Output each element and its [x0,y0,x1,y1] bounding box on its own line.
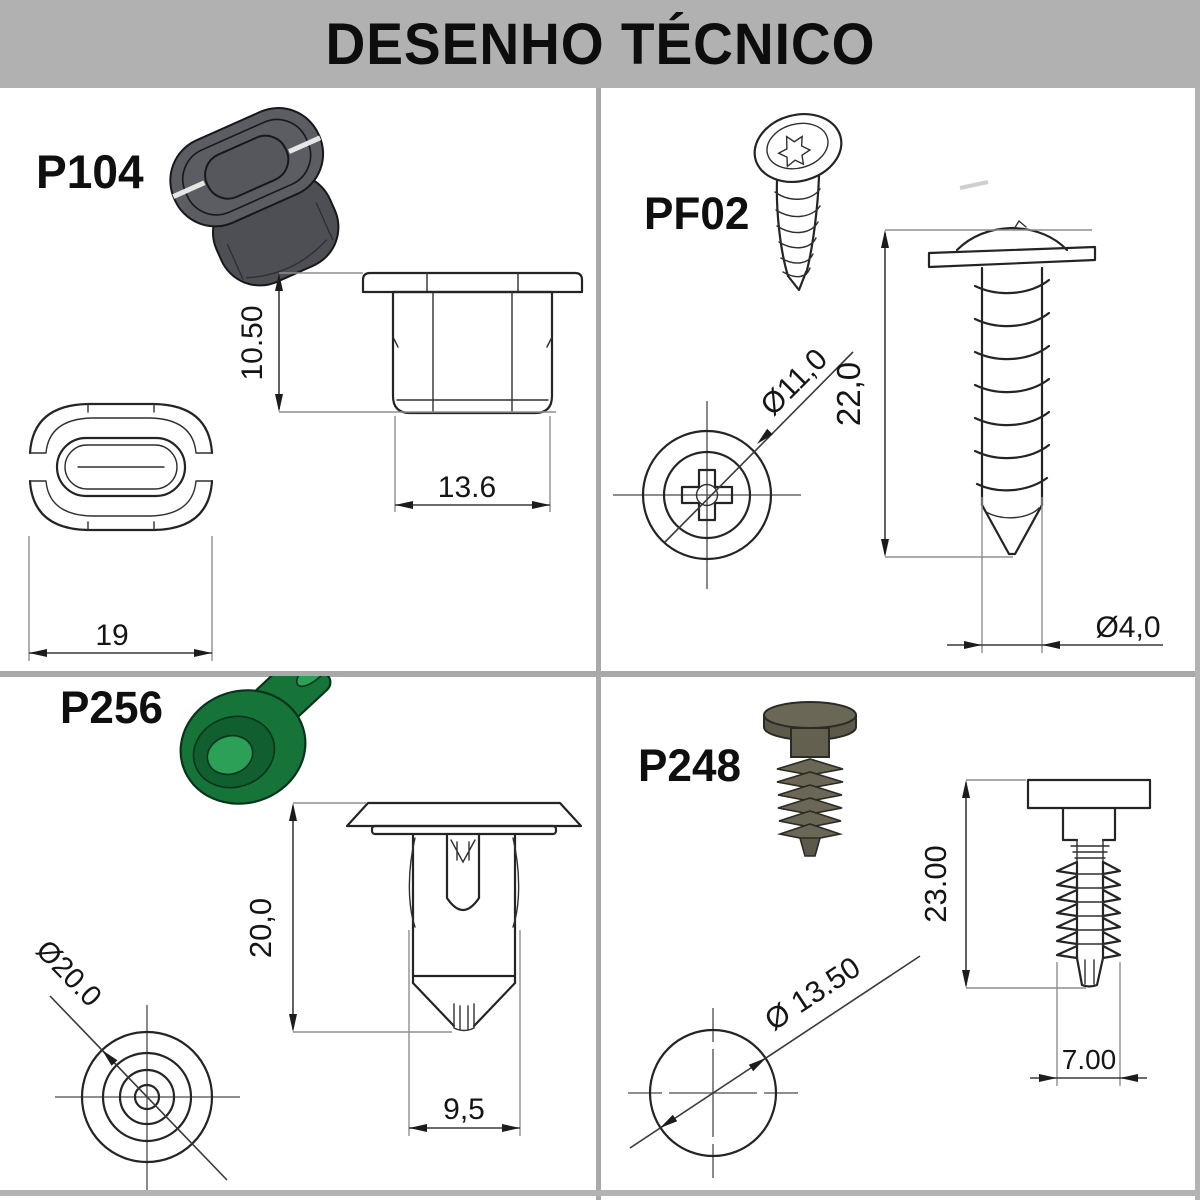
p104-dim-height: 10.50 [236,272,556,413]
p248-flange-diameter-value: Ø 13.50 [759,951,866,1037]
scan-artifact [959,180,989,190]
p256-flange-diameter-value: Ø20.0 [30,934,108,1013]
pf02-dim-length: 22,0 [830,229,1092,558]
bottom-edge-border [0,1190,1200,1196]
header-band: DESENHO TÉCNICO [0,0,1200,88]
pf02-3d-render [753,113,989,292]
p248-3d-render [763,701,857,857]
p248-side-view [1026,778,1152,988]
p104-drawing: 10.50 13.6 19 [28,107,584,661]
p248-dim-flange-diameter: Ø 13.50 [629,951,921,1149]
p104-front-view [28,402,214,532]
p256-drawing: Ø20.0 20,0 9,5 [30,676,583,1190]
p248-dim-length: 23.00 [918,779,1086,989]
part-label-p256: P256 [60,682,164,733]
p104-length-value: 19 [95,619,128,652]
part-label-pf02: PF02 [644,188,750,239]
pf02-dim-thread-diameter: Ø4,0 [947,497,1163,653]
pf02-dim-head-diameter: Ø11,0 [664,343,854,543]
p256-3d-render [179,676,333,805]
pf02-top-view [613,401,801,589]
p104-height-value: 10.50 [236,305,269,380]
horizontal-divider [0,671,1200,677]
pf02-side-view [927,219,1097,556]
pf02-drawing: Ø11,0 22,0 Ø4,0 [613,113,1163,653]
page-title: DESENHO TÉCNICO [324,11,875,77]
part-label-p104: P104 [36,145,144,198]
part-label-p248: P248 [638,740,742,791]
p104-body-width-value: 13.6 [438,471,496,504]
right-edge-border [1195,88,1200,1200]
p248-drawing: Ø 13.50 23.00 7.00 [628,701,1152,1178]
vertical-divider [596,88,601,1200]
p256-dim-length: 20,0 [243,802,452,1033]
p256-length-value: 20,0 [243,898,278,958]
p104-dim-length: 19 [28,536,213,661]
p104-side-view [361,271,584,415]
p248-dim-body-width: 7.00 [1030,962,1147,1086]
pf02-length-value: 22,0 [830,362,867,426]
p104-dim-body-width: 13.6 [394,416,551,512]
p248-body-width-value: 7.00 [1062,1044,1117,1075]
p256-side-view [345,801,583,1032]
p248-length-value: 23.00 [918,845,953,923]
p256-body-width-value: 9,5 [443,1093,485,1126]
p256-dim-body-width: 9,5 [408,930,521,1136]
pf02-thread-diameter-value: Ø4,0 [1095,611,1160,644]
p104-3d-render [169,107,340,287]
